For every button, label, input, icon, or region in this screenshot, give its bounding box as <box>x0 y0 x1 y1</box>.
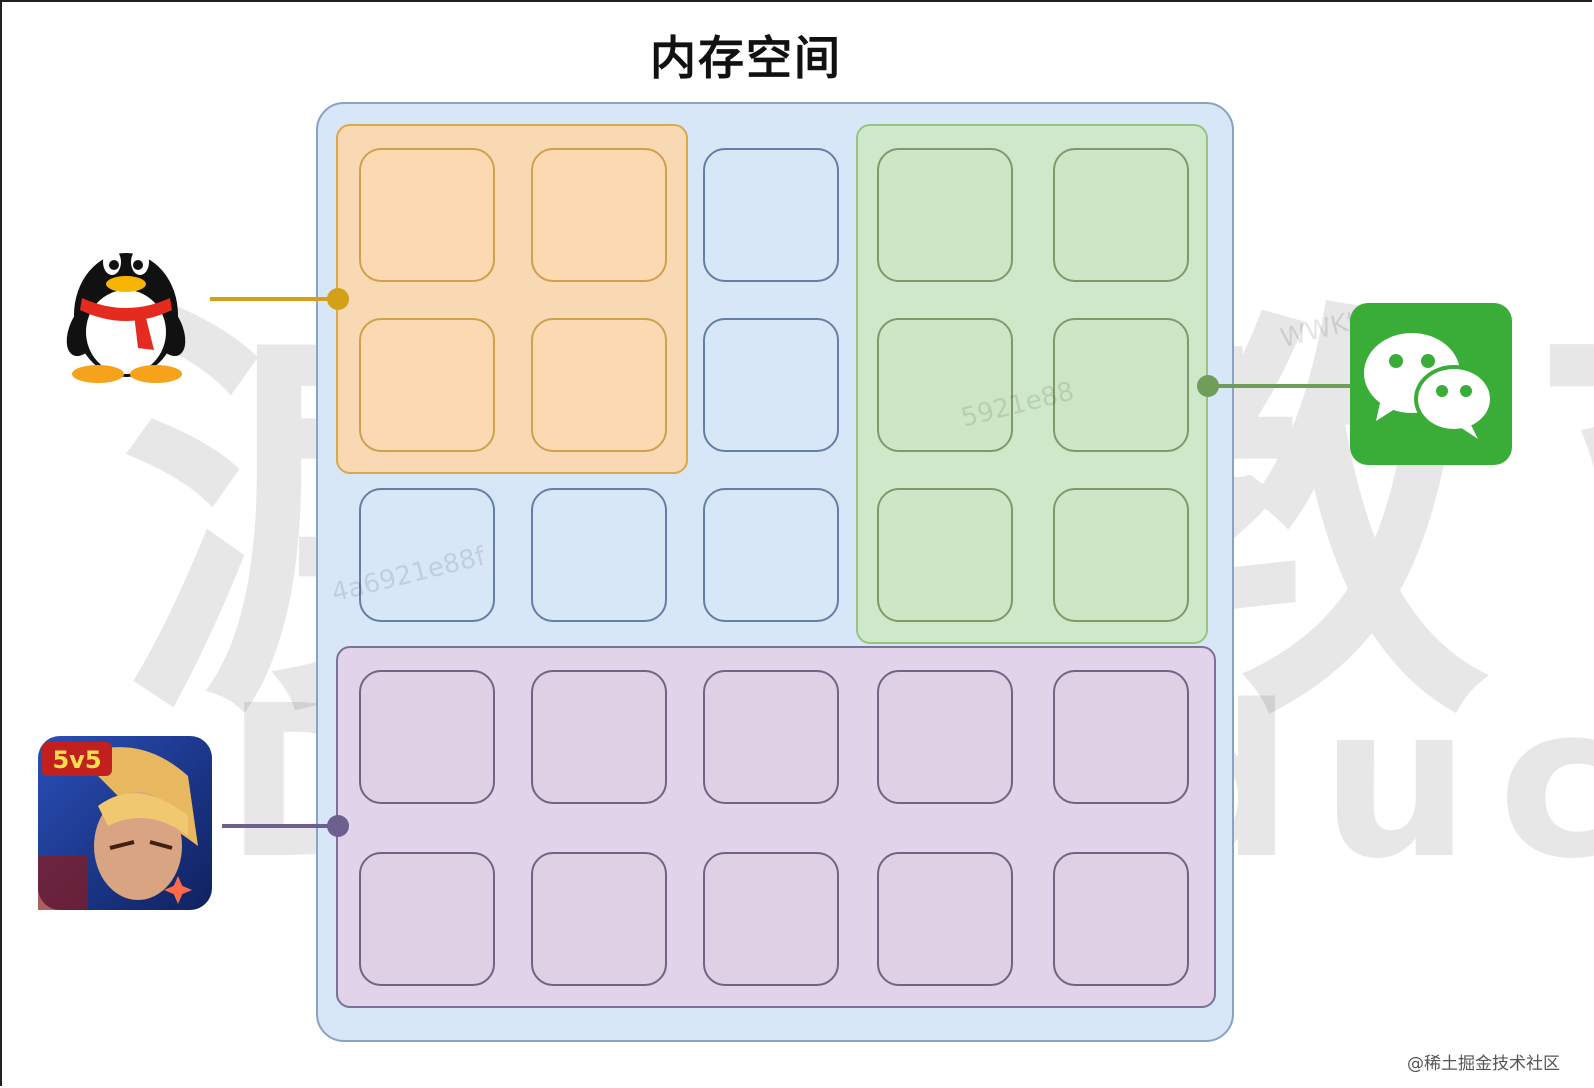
qq-connector-dot <box>327 288 349 310</box>
game-badge: 5v5 <box>52 746 101 774</box>
memory-block-wechat <box>1053 488 1189 622</box>
chat-bubbles-icon <box>1350 303 1512 465</box>
memory-block-wechat <box>877 148 1013 282</box>
game-connector-line <box>222 824 338 828</box>
memory-block-free <box>359 488 495 622</box>
wechat-connector-dot <box>1197 375 1219 397</box>
game-5v5-icon: 5v5 <box>38 736 212 910</box>
memory-block-free <box>531 488 667 622</box>
memory-block-wechat <box>877 318 1013 452</box>
memory-block-game <box>703 852 839 986</box>
memory-block-game <box>703 670 839 804</box>
memory-block-qq <box>531 148 667 282</box>
memory-block-wechat <box>877 488 1013 622</box>
game-connector-dot <box>327 815 349 837</box>
memory-block-qq <box>531 318 667 452</box>
wechat-connector-line <box>1210 384 1350 388</box>
source-credit: @稀土掘金技术社区 <box>1407 1054 1560 1074</box>
memory-block-free <box>703 318 839 452</box>
memory-block-wechat <box>1053 148 1189 282</box>
memory-block-game <box>531 670 667 804</box>
memory-block-qq <box>359 318 495 452</box>
memory-block-free <box>703 488 839 622</box>
memory-block-game <box>359 852 495 986</box>
diagram-title: 内存空间 <box>650 31 842 85</box>
memory-block-free <box>703 148 839 282</box>
memory-block-game <box>877 852 1013 986</box>
memory-block-game <box>1053 670 1189 804</box>
memory-block-wechat <box>1053 318 1189 452</box>
memory-block-game <box>877 670 1013 804</box>
memory-block-game <box>531 852 667 986</box>
memory-block-qq <box>359 148 495 282</box>
qq-connector-line <box>210 297 338 301</box>
memory-block-game <box>1053 852 1189 986</box>
memory-block-game <box>359 670 495 804</box>
penguin-icon <box>66 249 186 383</box>
